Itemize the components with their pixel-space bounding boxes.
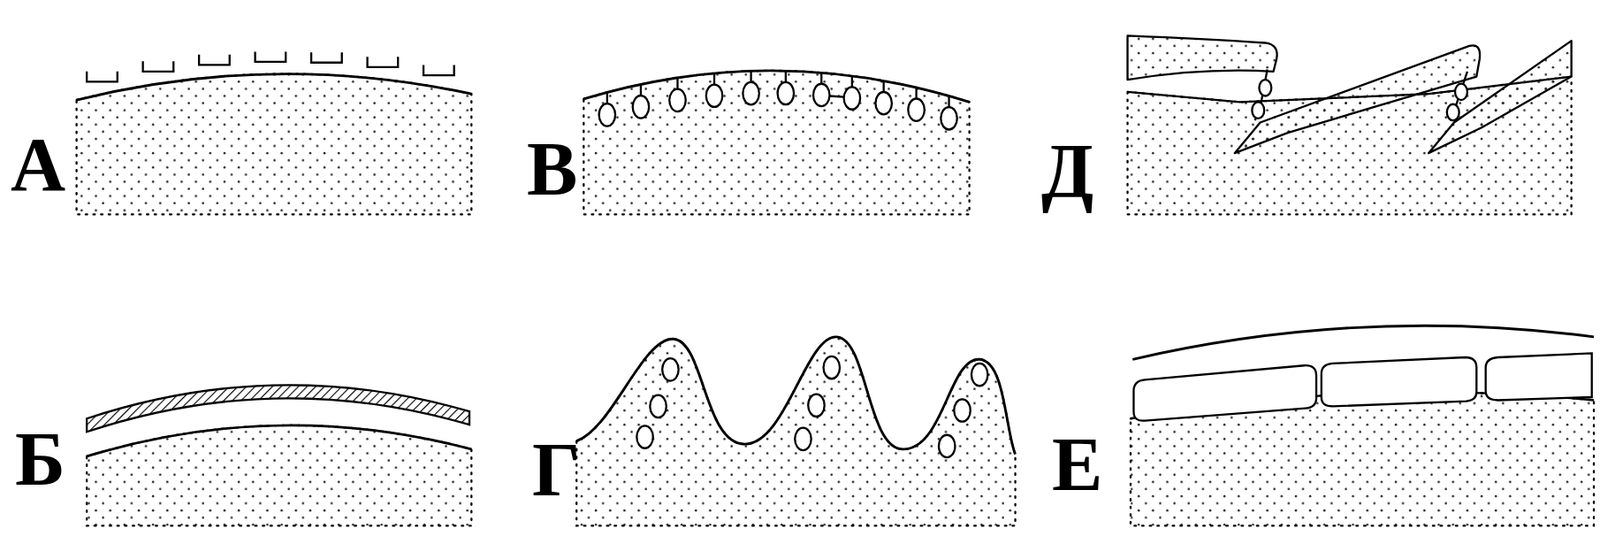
panel-letter: Е [1051, 426, 1103, 503]
tissue [583, 70, 969, 214]
panel-d-drawing [1127, 35, 1572, 214]
tissue [76, 74, 473, 215]
surface-line [86, 425, 472, 457]
tissue [86, 425, 472, 526]
scale-plates [1127, 35, 1572, 153]
panel-letter: Г [532, 431, 581, 508]
panel-letter: Б [15, 420, 66, 497]
cells [1133, 352, 1592, 420]
panel-letter: А [10, 126, 66, 203]
tissue [576, 336, 1015, 526]
panel-v-drawing [583, 70, 969, 214]
panel-b-drawing [86, 384, 472, 526]
panel-letter: В [526, 130, 578, 207]
surface-line [76, 74, 473, 101]
cells [636, 356, 988, 458]
panel-e-drawing [1130, 325, 1594, 526]
stalked-cells [599, 70, 958, 130]
hatched-layer [86, 384, 470, 432]
panel-letter: Д [1041, 132, 1094, 209]
cuticle-segments [86, 51, 455, 82]
outer-line [1132, 325, 1594, 359]
panel-a-drawing [76, 51, 473, 214]
panel-g-drawing [576, 336, 1015, 526]
